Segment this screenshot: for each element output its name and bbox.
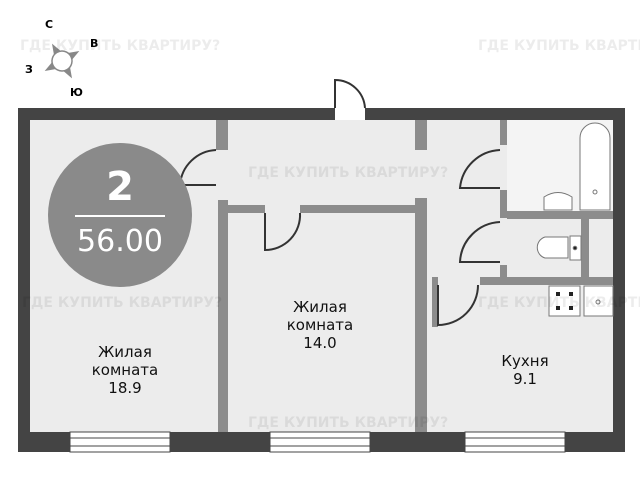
compass-icon bbox=[44, 43, 80, 79]
watermark: ГДЕ КУПИТЬ КВАРТИРУ? bbox=[22, 295, 223, 311]
fixtures bbox=[536, 122, 614, 317]
total-area: 56.00 bbox=[77, 224, 163, 259]
compass-east: В bbox=[90, 37, 99, 50]
sink bbox=[543, 192, 573, 211]
apartment-badge: 2 56.00 bbox=[48, 143, 192, 287]
badge-divider bbox=[75, 215, 165, 217]
windows bbox=[69, 431, 566, 453]
room-label-living-1: Жилая комната 18.9 bbox=[91, 343, 159, 397]
room-count: 2 bbox=[106, 164, 134, 210]
watermark: ГДЕ КУПИТЬ КВАРТИРУ? bbox=[248, 165, 449, 181]
entrance-door bbox=[335, 108, 365, 120]
watermark: ГДЕ КУПИТЬ КВАРТИРУ? bbox=[478, 38, 640, 54]
compass-west: З bbox=[25, 63, 33, 76]
watermark: ГДЕ КУПИТЬ КВАРТИРУ? bbox=[20, 38, 221, 54]
toilet bbox=[536, 236, 569, 259]
watermark: ГДЕ КУПИТЬ КВАРТИРУ? bbox=[478, 295, 640, 311]
room-label-living-2: Жилая комната 14.0 bbox=[286, 298, 354, 352]
room-label-kitchen: Кухня 9.1 bbox=[501, 352, 549, 388]
compass-south: Ю bbox=[70, 86, 83, 99]
bathtub bbox=[579, 122, 611, 211]
doors bbox=[178, 149, 501, 327]
stove bbox=[548, 285, 581, 317]
compass-north: С bbox=[45, 18, 54, 31]
watermark: ГДЕ КУПИТЬ КВАРТИРУ? bbox=[248, 415, 449, 431]
inner-walls bbox=[216, 120, 613, 432]
